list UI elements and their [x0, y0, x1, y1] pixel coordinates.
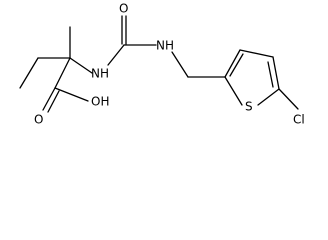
atom-sulfur: S — [245, 100, 253, 114]
bond-ring-s-c2 — [224, 76, 243, 106]
bond-nh-urea-carbon — [107, 44, 125, 66]
bond-c5-cl — [278, 88, 299, 110]
atom-nh-right: NH — [91, 67, 109, 81]
bond-acid-carbonyl-1 — [42, 87, 56, 111]
bond-ethyl-ch3-ch2 — [19, 57, 39, 89]
atom-chlorine: Cl — [293, 113, 305, 127]
bond-quaternary-nh — [69, 57, 93, 74]
atom-hydroxyl: OH — [91, 95, 109, 109]
bond-nh-ch2 — [171, 51, 189, 78]
bond-ring-c5-s — [257, 88, 280, 106]
bond-acid-carbonyl-2 — [47, 90, 60, 113]
bond-ring-c2-c3-inner — [229, 53, 244, 77]
bond-ring-c3-c4 — [239, 49, 274, 58]
bond-quaternary-acid-carbon — [54, 57, 71, 89]
bond-ring-c4-c5 — [272, 56, 280, 90]
atom-oxygen-acid: O — [34, 113, 43, 127]
molecule-diagram: NH NH O OH O S Cl — [19, 2, 305, 127]
atom-nh-left: NH — [156, 39, 174, 53]
bond-acid-carbon-oh — [54, 87, 89, 102]
atom-oxygen-carbonyl: O — [119, 2, 128, 16]
bond-ring-c4-c5-inner — [267, 61, 274, 88]
bond-ring-c2-c3 — [224, 49, 241, 78]
structure-canvas: NH NH O OH O S Cl — [19, 2, 305, 127]
